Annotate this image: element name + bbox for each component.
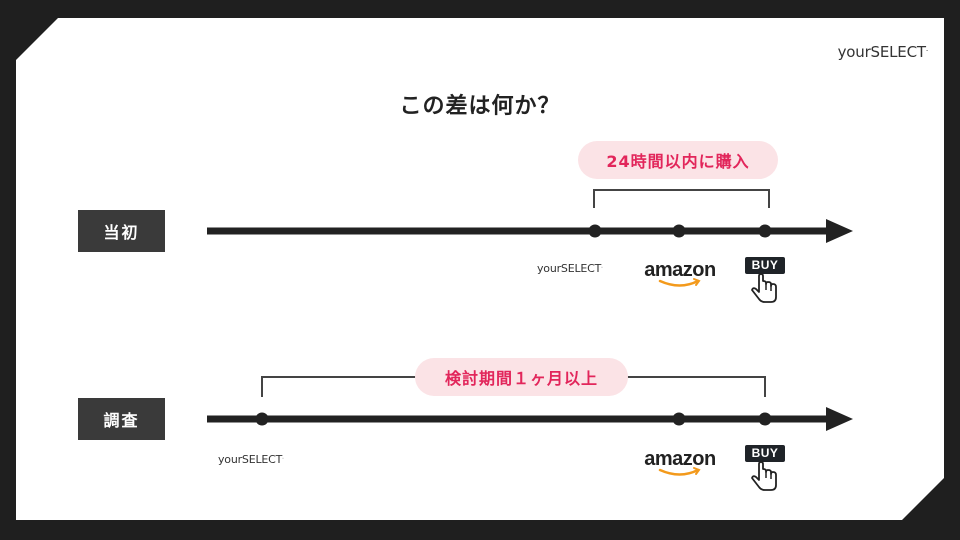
yourselect-logo-initial-text: yourSELECT [537,262,602,275]
amazon-logo-survey-text: amazon [644,448,716,470]
timeline-initial-point-buy [758,224,772,238]
hand-pointer-icon [751,273,777,303]
brand-logo-mark: . [925,44,928,53]
timeline-survey-point-buy [758,412,772,426]
amazon-logo-initial-text: amazon [644,259,716,281]
yourselect-logo-initial: yourSELECT. [537,262,603,275]
amazon-smile-icon [658,278,701,287]
row-label-survey: 調査 [78,398,165,440]
amazon-logo-initial: amazon [638,259,722,289]
timeline-survey-point-amazon [672,412,686,426]
amazon-smile-icon [658,467,701,476]
span-label-initial: 24時間以内に購入 [578,141,778,179]
buy-icon-survey: BUY [745,445,787,491]
timeline-initial-arrowhead [826,219,853,243]
timeline-survey-point-yourselect [255,412,269,426]
yourselect-logo-survey: yourSELECT. [218,453,284,466]
yourselect-logo-survey-text: yourSELECT [218,453,283,466]
buy-tag-initial: BUY [745,257,785,274]
buy-icon-initial: BUY [745,257,787,303]
span-bracket-initial [593,189,770,208]
brand-logo-text: yourSELECT [837,43,926,61]
timeline-survey-arrowhead [826,407,853,431]
page-title: この差は何か？ [399,94,561,119]
row-label-initial: 当初 [78,210,165,252]
yourselect-logo-initial-mark: . [601,263,603,270]
timeline-initial-point-amazon [672,224,686,238]
buy-tag-survey: BUY [745,445,785,462]
amazon-logo-survey: amazon [638,448,722,478]
timeline-initial-point-yourselect [588,224,602,238]
brand-logo: yourSELECT. [837,43,929,61]
yourselect-logo-survey-mark: . [282,454,284,461]
span-label-survey: 検討期間１ヶ月以上 [415,358,628,396]
hand-pointer-icon [751,461,777,491]
